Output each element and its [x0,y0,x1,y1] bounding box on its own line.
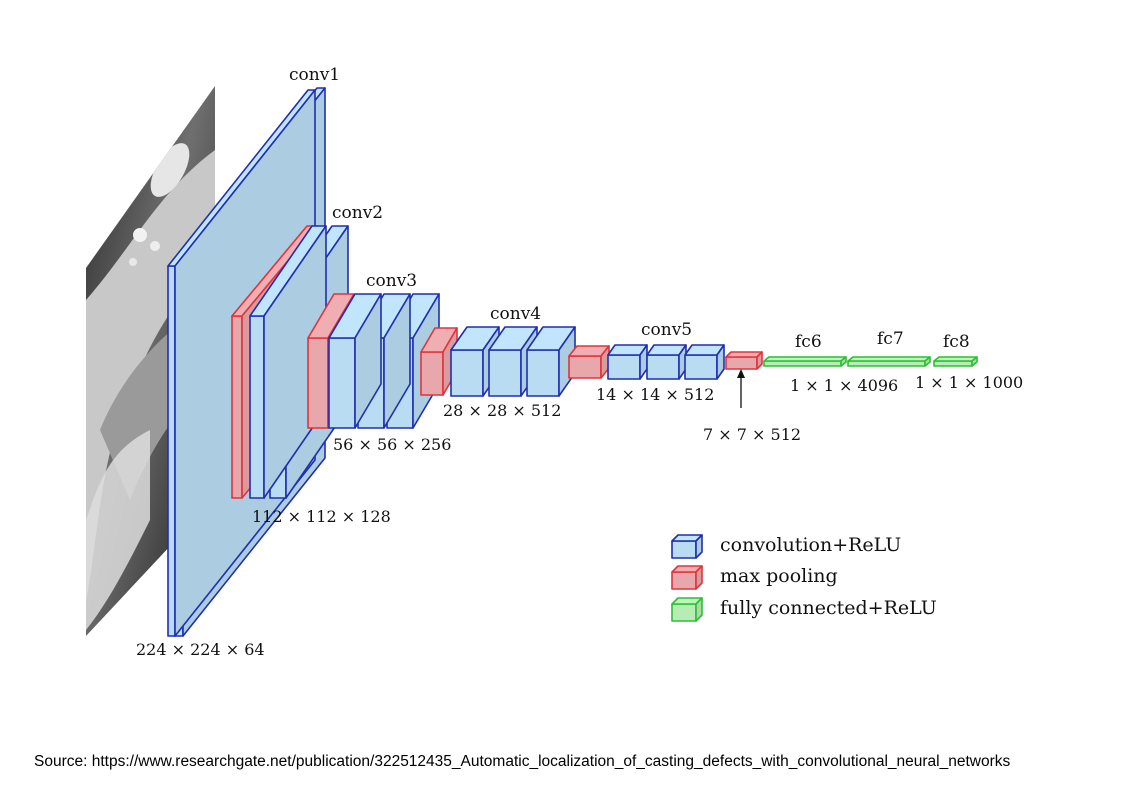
source-citation: Source: https://www.researchgate.net/pub… [34,753,1011,770]
dim-conv5: 14 × 14 × 512 [596,385,714,404]
dim-conv4: 28 × 28 × 512 [443,401,561,420]
legend-fully-connected-swatch [671,597,703,622]
pool3-block [420,327,458,396]
legend-convolution-label: convolution+ReLU [720,534,901,556]
dim-pool5: 7 × 7 × 512 [703,425,801,444]
legend-pooling-label: max pooling [720,565,838,587]
conv3-block-1 [328,293,382,429]
label-fc7: fc7 [877,329,904,349]
conv5-block-1 [607,344,648,380]
dim-conv2: 112 × 112 × 128 [252,507,391,526]
label-conv4: conv4 [490,304,541,324]
dim-fc8: 1 × 1 × 1000 [915,373,1023,392]
dim-conv3: 56 × 56 × 256 [333,435,451,454]
legend: convolution+ReLU max pooling fully conne… [671,534,937,622]
legend-pooling-swatch [671,565,703,590]
label-conv1: conv1 [289,65,340,85]
label-fc8: fc8 [943,332,970,352]
pool5-block [725,351,763,370]
conv5-block-3 [684,344,725,380]
fc8-block [933,356,978,367]
label-fc6: fc6 [795,332,822,352]
dim-fc67: 1 × 1 × 4096 [790,376,898,395]
label-conv2: conv2 [332,203,383,223]
legend-swatches [671,534,703,622]
layer-blocks [167,87,978,637]
conv5-block-2 [646,344,687,380]
legend-fully-connected-label: fully connected+ReLU [720,597,937,619]
fc6-block [763,356,847,367]
fc7-block [847,356,931,367]
label-conv5: conv5 [641,320,692,340]
label-conv3: conv3 [366,271,417,291]
pool4-block [568,345,610,379]
dim-conv1: 224 × 224 × 64 [136,640,265,659]
pool5-pointer-arrow [737,369,745,408]
legend-convolution-swatch [671,534,703,559]
